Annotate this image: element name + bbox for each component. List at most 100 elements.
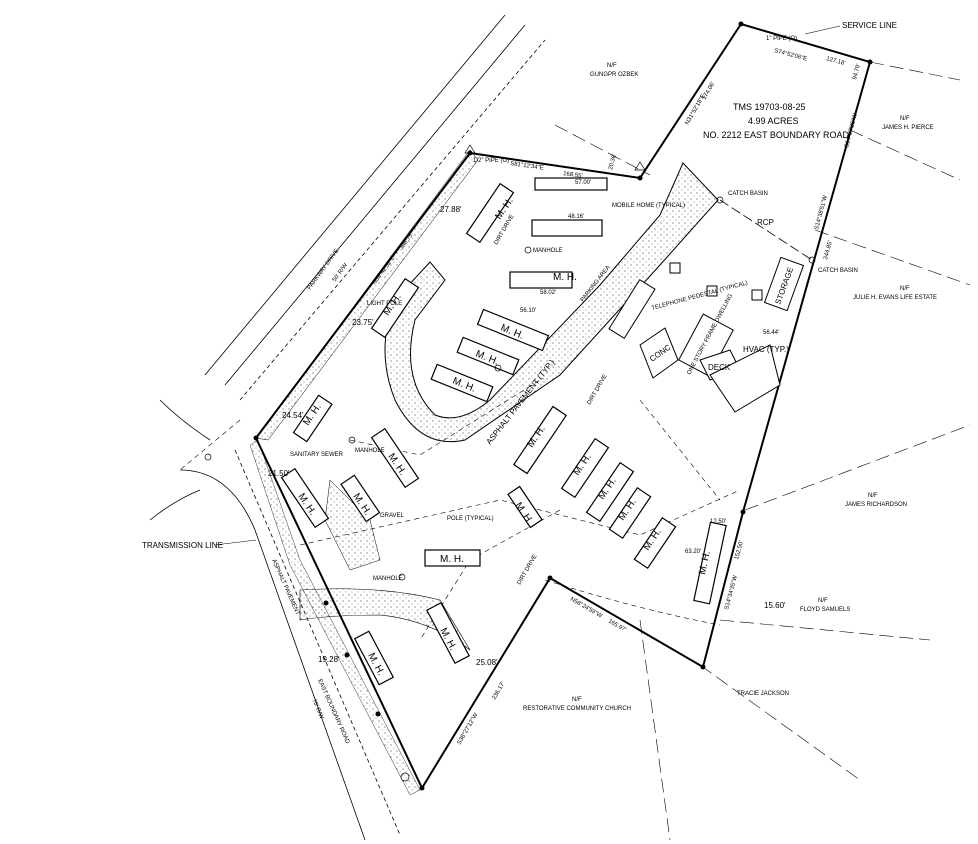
- svg-text:S81°12'34"E: S81°12'34"E: [510, 161, 544, 172]
- svg-text:LIGHT POLE: LIGHT POLE: [367, 301, 402, 307]
- svg-text:70' R/W: 70' R/W: [310, 698, 324, 720]
- dimensions: 27.88' 23.75' 24.54' 21.50' 19.28' 25.08…: [268, 180, 786, 667]
- mh-21: [426, 601, 470, 665]
- svg-text:M. H.: M. H.: [697, 550, 713, 576]
- svg-text:DECK: DECK: [708, 363, 731, 372]
- mh-22: [353, 630, 395, 686]
- mh-13: [512, 405, 568, 475]
- svg-text:CATCH BASIN: CATCH BASIN: [728, 191, 768, 197]
- svg-text:50' R/W: 50' R/W: [332, 262, 349, 283]
- svg-text:56.44': 56.44': [763, 330, 779, 336]
- neighbor-lines: [554, 61, 971, 841]
- mh-14: [560, 437, 610, 499]
- svg-text:24.54': 24.54': [282, 411, 304, 420]
- tms-number: TMS 19703-08-25: [733, 102, 806, 112]
- rcp-pipe: [719, 199, 813, 261]
- svg-text:94.79': 94.79': [852, 63, 862, 80]
- svg-text:236.17': 236.17': [492, 681, 507, 701]
- svg-text:GRAVEL: GRAVEL: [380, 513, 405, 519]
- svg-text:27.88': 27.88': [440, 205, 462, 214]
- corner-monuments: [253, 21, 873, 791]
- svg-text:15.60': 15.60': [764, 601, 786, 610]
- mh-5: [476, 308, 550, 352]
- svg-text:DIRT DRIVE: DIRT DRIVE: [587, 374, 609, 406]
- svg-text:N/F: N/F: [900, 116, 910, 122]
- svg-text:JULIE H. EVANS LIFE ESTATE: JULIE H. EVANS LIFE ESTATE: [853, 295, 937, 301]
- svg-text:58.02': 58.02': [540, 290, 556, 296]
- acreage: 4.99 ACRES: [748, 116, 799, 126]
- east-boundary-shoulder: [249, 439, 421, 796]
- neighbor-labels: N/F GUNGPR OZBEK N/F JAMES H. PIERCE N/F…: [523, 63, 937, 712]
- svg-text:HVAC (TYP.): HVAC (TYP.): [743, 345, 789, 354]
- parkway-drive-shoulder: [255, 149, 479, 441]
- mh-10: [370, 427, 420, 489]
- mh-12: [340, 474, 381, 523]
- svg-text:POLE (TYPICAL): POLE (TYPICAL): [447, 516, 494, 522]
- utility-symbols: [204, 144, 816, 782]
- svg-text:127.18': 127.18': [825, 56, 845, 67]
- svg-text:57.00': 57.00': [575, 180, 591, 186]
- svg-text:N/F: N/F: [572, 697, 582, 703]
- svg-text:N/F: N/F: [607, 63, 617, 69]
- mh-11: [280, 467, 330, 529]
- mh-4: [465, 182, 515, 244]
- svg-text:TRACIE JACKSON: TRACIE JACKSON: [737, 691, 789, 697]
- parkway-drive-road: [204, 14, 546, 401]
- mh-17: [633, 516, 677, 570]
- svg-text:152.50': 152.50': [734, 540, 745, 560]
- mh-20: [424, 549, 481, 567]
- svg-text:TRANSMISSION LINE: TRANSMISSION LINE: [142, 541, 223, 550]
- svg-text:RESTORATIVE COMMUNITY CHURCH: RESTORATIVE COMMUNITY CHURCH: [523, 706, 631, 712]
- svg-text:23.75': 23.75': [352, 318, 374, 327]
- svg-text:PARKWAY DRIVE: PARKWAY DRIVE: [307, 248, 341, 291]
- svg-text:1" PIPE (O): 1" PIPE (O): [766, 36, 797, 42]
- mh-2: [531, 219, 603, 237]
- svg-text:CATCH BASIN: CATCH BASIN: [818, 268, 858, 274]
- svg-text:12.50': 12.50': [710, 519, 726, 525]
- svg-text:1/2" PIPE (O): 1/2" PIPE (O): [473, 158, 509, 164]
- svg-text:DIRT DRIVE: DIRT DRIVE: [517, 554, 539, 586]
- svg-text:SERVICE LINE: SERVICE LINE: [842, 21, 897, 30]
- svg-text:N/F: N/F: [818, 598, 828, 604]
- mh-19: [507, 485, 543, 529]
- svg-text:MANHOLE: MANHOLE: [533, 248, 563, 254]
- svg-text:GUNGPR OZBEK: GUNGPR OZBEK: [590, 72, 638, 78]
- mh-3: [509, 271, 573, 289]
- svg-text:21.50': 21.50': [268, 469, 290, 478]
- svg-text:JAMES H. PIERCE: JAMES H. PIERCE: [882, 125, 934, 131]
- svg-text:344.85': 344.85': [823, 240, 834, 260]
- mh-6: [456, 336, 520, 376]
- svg-text:N/F: N/F: [900, 286, 910, 292]
- dwelling-group: [608, 256, 805, 413]
- svg-text:S74°52'06"E: S74°52'06"E: [773, 48, 807, 63]
- svg-text:M. H.: M. H.: [553, 272, 577, 283]
- mh-15: [585, 461, 635, 523]
- svg-text:MANHOLE: MANHOLE: [355, 448, 385, 454]
- svg-text:25.08': 25.08': [476, 658, 498, 667]
- svg-text:JAMES RICHARDSON: JAMES RICHARDSON: [845, 502, 907, 508]
- svg-text:SANITARY SEWER: SANITARY SEWER: [290, 452, 344, 458]
- svg-text:MOBILE HOME (TYPICAL): MOBILE HOME (TYPICAL): [612, 203, 685, 209]
- svg-text:S38°27'12"W: S38°27'12"W: [457, 712, 480, 746]
- svg-text:N/F: N/F: [868, 493, 878, 499]
- svg-text:20.36': 20.36': [608, 153, 618, 170]
- svg-text:MANHOLE: MANHOLE: [373, 576, 403, 582]
- svg-text:174.06': 174.06': [702, 81, 717, 101]
- mh-7: [430, 363, 494, 403]
- svg-text:M. H.: M. H.: [440, 554, 464, 565]
- mh-9: [292, 394, 333, 443]
- mh-18: [693, 521, 727, 605]
- mh-16: [608, 486, 652, 540]
- svg-text:56.10': 56.10': [520, 308, 536, 314]
- svg-text:RCP: RCP: [757, 218, 774, 227]
- east-boundary-road: [149, 399, 401, 841]
- svg-text:48.16': 48.16': [568, 214, 584, 220]
- property-boundary: [254, 22, 872, 791]
- svg-text:63.20': 63.20': [685, 549, 701, 555]
- address: NO. 2212 EAST BOUNDARY ROAD: [703, 130, 850, 140]
- mh-8: [370, 277, 420, 339]
- svg-text:FLOYD SAMUELS: FLOYD SAMUELS: [800, 607, 850, 613]
- svg-text:19.28': 19.28': [318, 655, 340, 664]
- mobile-homes: [280, 177, 727, 686]
